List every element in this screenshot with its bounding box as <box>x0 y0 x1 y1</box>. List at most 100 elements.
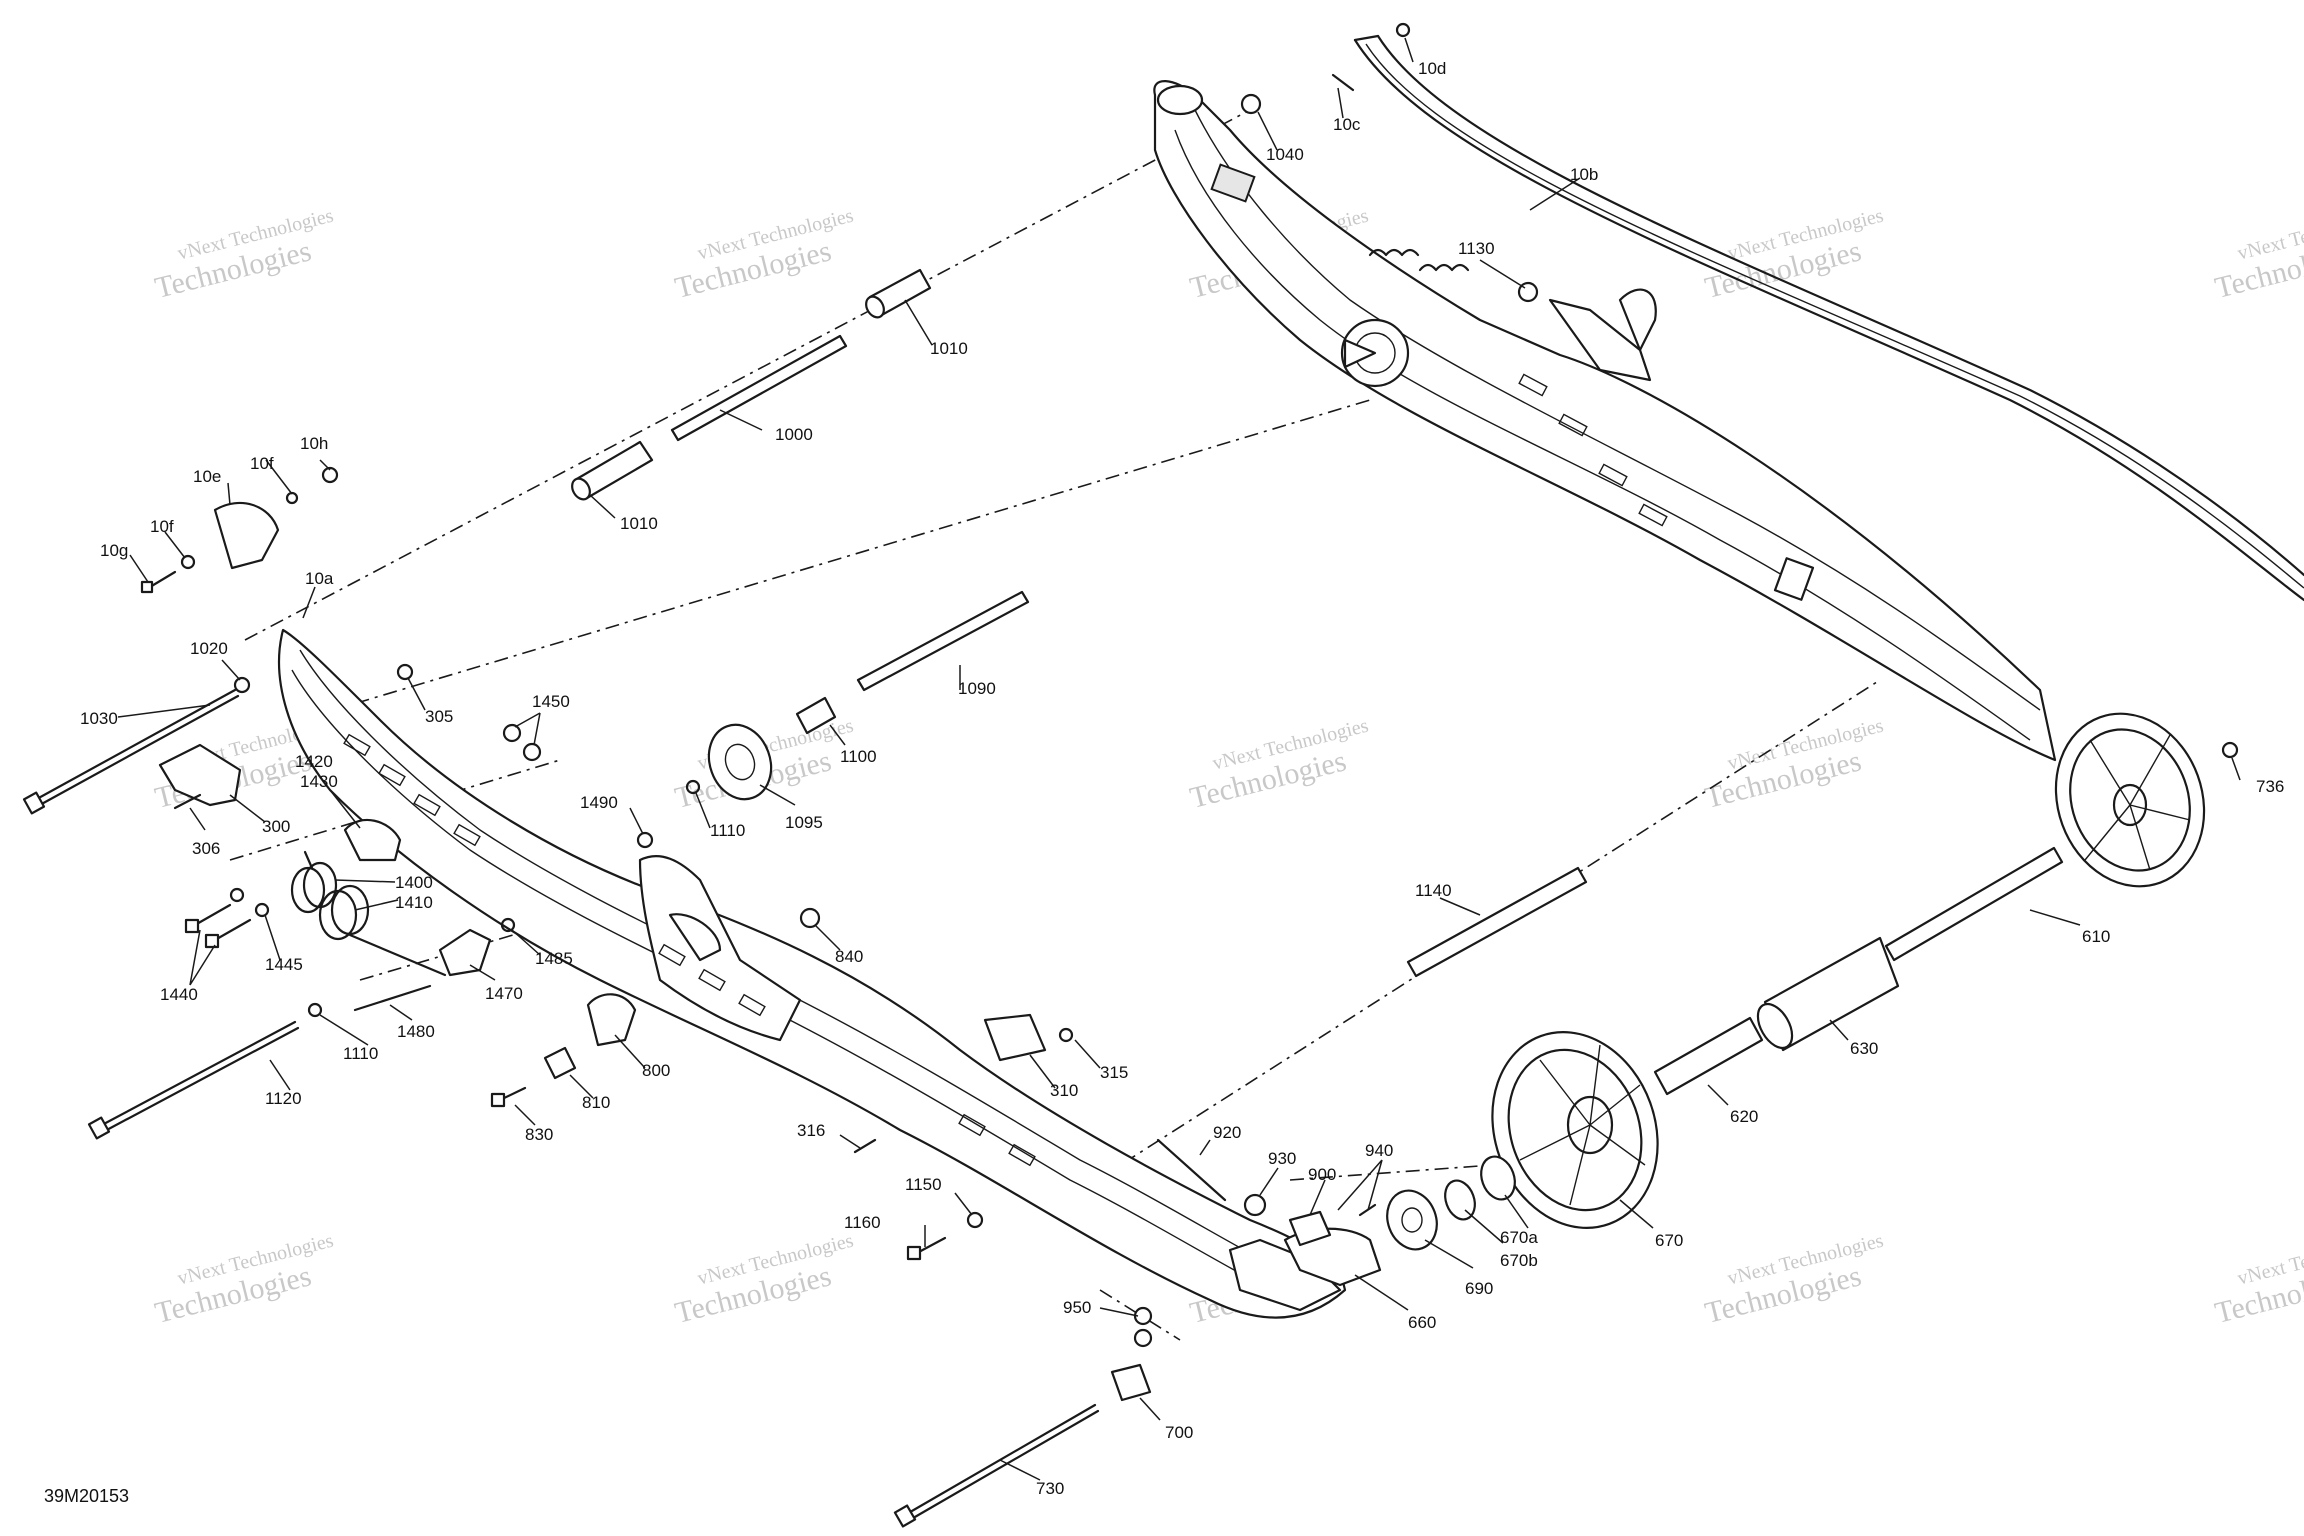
part-800 <box>586 993 637 1047</box>
watermark: vNext Technologies Technologies <box>672 205 856 305</box>
part-1410 <box>318 889 358 941</box>
callout-1010-upper: 1010 <box>930 339 968 358</box>
watermark-layer: vNext Technologies Technologies vNext Te… <box>152 205 2304 1330</box>
part-306 <box>173 793 202 810</box>
part-1110-upper <box>685 779 701 795</box>
part-1450-a <box>502 723 522 743</box>
callout-1020: 1020 <box>190 639 228 658</box>
callout-1400: 1400 <box>395 873 433 892</box>
callout-1480: 1480 <box>397 1022 435 1041</box>
callout-1100: 1100 <box>840 747 877 766</box>
callout-620: 620 <box>1730 1107 1758 1126</box>
callout-630: 630 <box>1850 1039 1878 1058</box>
callout-700: 700 <box>1165 1423 1193 1442</box>
callout-10f-upper: 10f <box>250 454 274 473</box>
axis-line-upper <box>244 109 1251 641</box>
callout-670b: 670b <box>1500 1251 1538 1270</box>
part-810 <box>543 1046 577 1080</box>
callout-1110-lower: 1110 <box>343 1044 378 1063</box>
callout-10a: 10a <box>305 569 334 588</box>
part-840 <box>799 907 821 929</box>
callout-1095: 1095 <box>785 813 823 832</box>
watermark: vNext Technologies Technologies <box>152 205 336 305</box>
callout-670a: 670a <box>1500 1228 1538 1247</box>
part-930 <box>1243 1193 1267 1217</box>
part-700 <box>1110 1363 1152 1402</box>
part-1020 <box>233 676 251 694</box>
callout-315: 315 <box>1100 1063 1128 1082</box>
part-315 <box>1058 1027 1074 1043</box>
callout-10d: 10d <box>1418 59 1446 78</box>
axis-line-rear-shaft <box>1049 679 1881 1211</box>
part-670b <box>1444 1179 1476 1221</box>
part-1430 <box>343 819 402 862</box>
part-670a <box>1480 1155 1516 1201</box>
callout-316: 316 <box>797 1121 825 1140</box>
part-1470 <box>438 928 492 977</box>
leader-lines <box>117 37 2241 1481</box>
part-10d <box>1395 22 1411 38</box>
part-1090 <box>856 590 1030 692</box>
part-300 <box>158 743 242 807</box>
callout-1140: 1140 <box>1415 881 1452 900</box>
callout-1430: 1430 <box>300 772 338 791</box>
part-1040 <box>1240 93 1262 115</box>
callout-1450: 1450 <box>532 692 570 711</box>
part-1140 <box>1406 866 1588 978</box>
callout-305: 305 <box>425 707 453 726</box>
callout-660: 660 <box>1408 1313 1436 1332</box>
callout-1420: 1420 <box>295 752 333 771</box>
part-1445-b <box>254 902 270 918</box>
part-1485 <box>500 917 516 933</box>
callout-310: 310 <box>1050 1081 1078 1100</box>
callout-1440: 1440 <box>160 985 198 1004</box>
callout-610: 610 <box>2082 927 2110 946</box>
callout-736: 736 <box>2256 777 2284 796</box>
shafts <box>22 268 2064 1528</box>
part-950-b <box>1133 1328 1153 1348</box>
axis-line-stop <box>1099 1289 1181 1341</box>
part-1030 <box>33 688 237 802</box>
part-736 <box>2221 741 2239 759</box>
part-620 <box>1653 1016 1764 1096</box>
callout-300: 300 <box>262 817 290 836</box>
callout-690: 690 <box>1465 1279 1493 1298</box>
part-940 <box>1358 1203 1377 1217</box>
part-1120 <box>98 1020 297 1128</box>
part-1490 <box>636 831 654 849</box>
callout-940: 940 <box>1365 1141 1393 1160</box>
callout-10e: 10e <box>193 467 221 486</box>
callout-1490: 1490 <box>580 793 618 812</box>
callout-1445: 1445 <box>265 955 303 974</box>
axis-line-crossshaft <box>299 399 1371 721</box>
callout-1000: 1000 <box>775 425 813 444</box>
part-1400 <box>290 866 326 914</box>
watermark: vNext Technologies Technologies <box>152 1230 336 1330</box>
watermark: vNext Technologies Technologies <box>672 1230 856 1330</box>
callout-670: 670 <box>1655 1231 1683 1250</box>
callout-900: 900 <box>1308 1165 1336 1184</box>
part-10f-lower <box>180 554 196 570</box>
callout-1030: 1030 <box>80 709 118 728</box>
part-1450-b <box>522 742 542 762</box>
part-1100 <box>795 696 837 735</box>
callout-920: 920 <box>1213 1123 1241 1142</box>
part-10h <box>321 466 339 484</box>
part-690 <box>1386 1189 1438 1251</box>
rail-right-10b <box>1353 34 2304 602</box>
callout-10b: 10b <box>1570 165 1598 184</box>
hardware <box>140 22 2239 1402</box>
callout-1160: 1160 <box>844 1213 881 1232</box>
callout-1410: 1410 <box>395 893 433 912</box>
part-920 <box>1156 1138 1227 1202</box>
callout-1110-upper: 1110 <box>710 821 745 840</box>
callout-950: 950 <box>1063 1298 1091 1317</box>
part-610 <box>1884 846 2064 962</box>
callout-1130: 1130 <box>1458 239 1495 258</box>
part-1480 <box>353 984 432 1012</box>
callout-labels: 10d 10c 1040 10b 1130 1010 1000 10h 10f … <box>80 59 2284 1498</box>
callout-930: 930 <box>1268 1149 1296 1168</box>
part-10e <box>213 501 280 570</box>
part-1440-a <box>193 903 232 927</box>
